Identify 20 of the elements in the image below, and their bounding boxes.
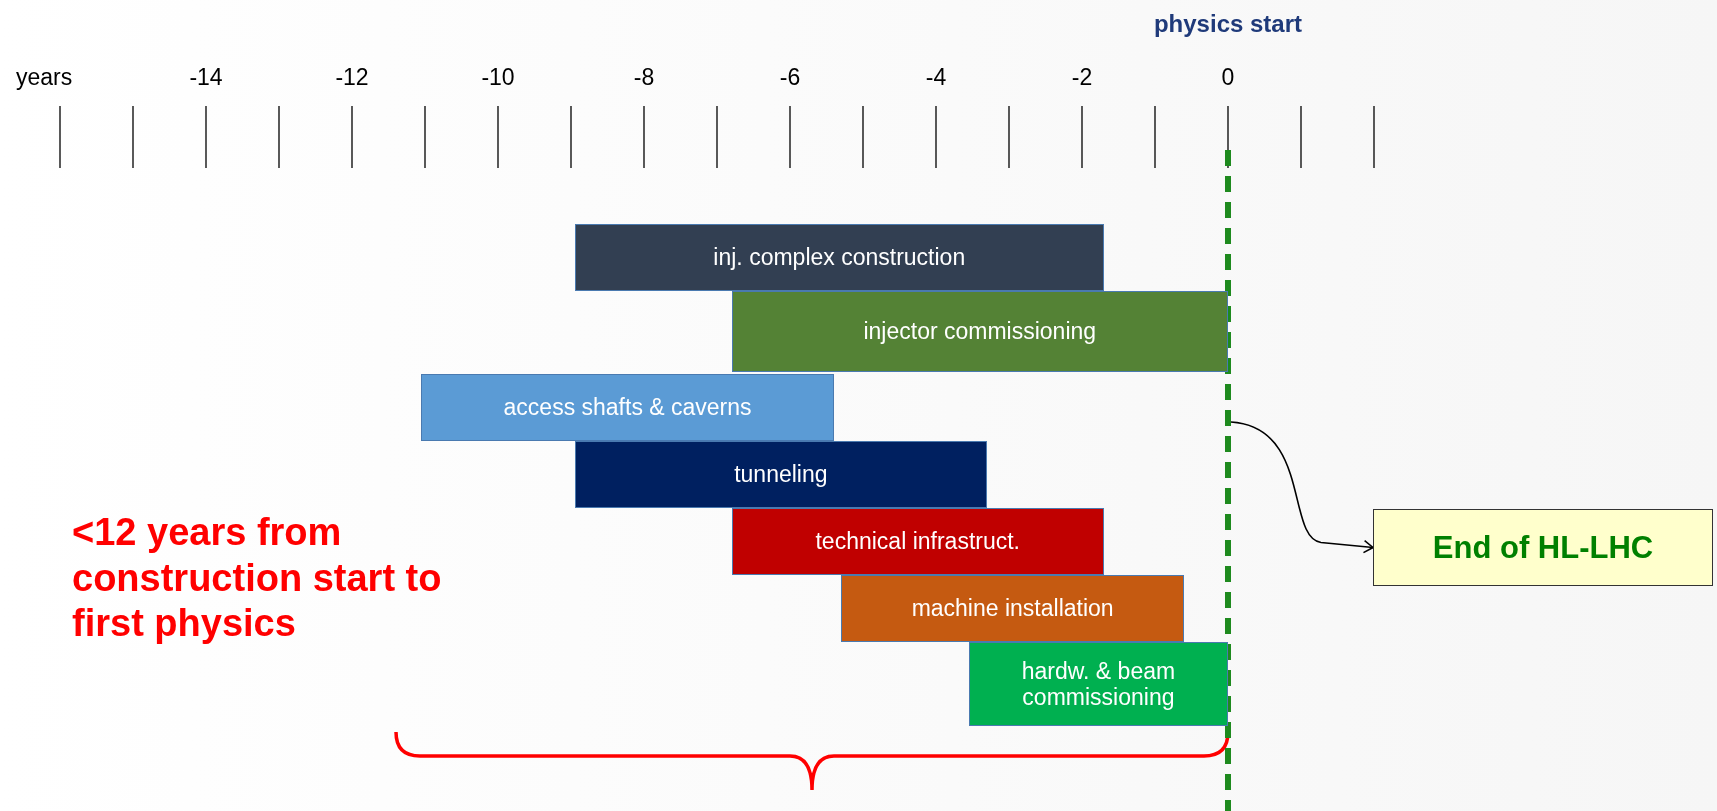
axis-label: years bbox=[16, 64, 73, 91]
tick-label: -4 bbox=[924, 64, 948, 91]
tick-label: 0 bbox=[1220, 64, 1236, 91]
tick-label: -12 bbox=[334, 64, 370, 91]
task-bar: access shafts & caverns bbox=[421, 374, 834, 441]
task-bar: tunneling bbox=[574, 441, 988, 508]
task-bar: injector commissioning bbox=[731, 291, 1228, 372]
tick-label: -14 bbox=[188, 64, 224, 91]
tick-label: -8 bbox=[632, 64, 656, 91]
event-box: End of HL-LHC bbox=[1373, 509, 1713, 586]
note-text: <12 years from construction start to first physics bbox=[72, 510, 443, 647]
tick-label: -6 bbox=[778, 64, 802, 91]
task-bar: inj. complex construction bbox=[574, 224, 1104, 291]
arrow bbox=[1230, 421, 1374, 554]
tick-label: -10 bbox=[480, 64, 516, 91]
task-bar: hardw. & beam commissioning bbox=[968, 642, 1228, 726]
tick-label: -2 bbox=[1070, 64, 1094, 91]
task-bar: machine installation bbox=[841, 575, 1185, 642]
task-bar: technical infrastruct. bbox=[731, 508, 1104, 575]
milestone-label: physics start bbox=[1152, 10, 1304, 38]
